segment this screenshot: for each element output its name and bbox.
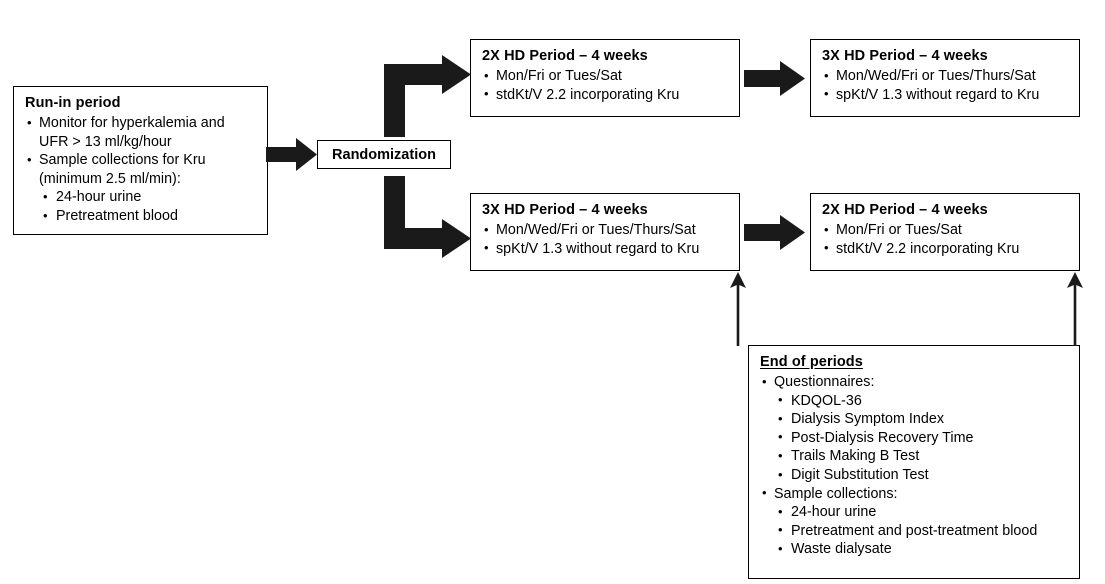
arrow-randomization-to-period-3 [384, 176, 471, 258]
list-item-text: Monitor for hyperkalemia and [39, 115, 225, 132]
period-box-3x-first: 3X HD Period – 4 weeks Mon/Wed/Fri or Tu… [470, 193, 740, 271]
list-item: Mon/Wed/Fri or Tues/Thurs/Sat [482, 221, 730, 240]
period-list: Mon/Fri or Tues/Sat stdKt/V 2.2 incorpor… [482, 67, 730, 104]
sample-collections-sub-list: 24-hour urine Pretreatment and post-trea… [774, 503, 1070, 559]
list-item: Dialysis Symptom Index [774, 410, 1070, 429]
randomization-label: Randomization [332, 147, 436, 163]
list-item: stdKt/V 2.2 incorporating Kru [822, 239, 1070, 259]
period-box-2x-second: 2X HD Period – 4 weeks Mon/Fri or Tues/S… [810, 193, 1080, 271]
list-item: spKt/V 1.3 without regard to Kru [822, 85, 1070, 105]
period-list: Mon/Fri or Tues/Sat stdKt/V 2.2 incorpor… [822, 221, 1070, 258]
period-list: Mon/Wed/Fri or Tues/Thurs/Sat spKt/V 1.3… [482, 221, 730, 258]
list-item-text: Sample collections: [774, 485, 898, 502]
list-item: Pretreatment and post-treatment blood [774, 521, 1070, 541]
list-item: KDQOL-36 [774, 391, 1070, 411]
arrow-end-of-periods-to-period-3 [730, 272, 746, 346]
period-heading: 2X HD Period – 4 weeks [482, 48, 648, 64]
list-item: Trails Making B Test [774, 447, 1070, 466]
run-in-period-heading: Run-in period [25, 95, 121, 111]
period-box-2x-first: 2X HD Period – 4 weeks Mon/Fri or Tues/S… [470, 39, 740, 117]
end-of-periods-box: End of periods Questionnaires: KDQOL-36 … [748, 345, 1080, 579]
list-item: Waste dialysate [774, 540, 1070, 559]
list-item: 24-hour urine [39, 188, 258, 207]
list-item: spKt/V 1.3 without regard to Kru [482, 239, 730, 259]
list-item-text: Sample collections for Kru [39, 152, 206, 169]
list-item: Questionnaires: KDQOL-36 Dialysis Sympto… [760, 373, 1070, 484]
arrow-period-1-to-period-2 [744, 61, 805, 96]
arrow-randomization-to-period-1 [384, 55, 471, 137]
randomization-box: Randomization [317, 140, 451, 169]
run-in-sub-list: 24-hour urine Pretreatment blood [39, 188, 258, 225]
list-item: Post-Dialysis Recovery Time [774, 428, 1070, 448]
list-item: Monitor for hyperkalemia and UFR > 13 ml… [25, 114, 258, 151]
list-item-text: Questionnaires: [774, 374, 875, 391]
list-item-continuation: (minimum 2.5 ml/min): [39, 170, 181, 187]
period-heading: 2X HD Period – 4 weeks [822, 202, 988, 218]
list-item: Sample collections: 24-hour urine Pretre… [760, 484, 1070, 559]
list-item: stdKt/V 2.2 incorporating Kru [482, 85, 730, 105]
arrow-end-of-periods-to-period-4 [1067, 272, 1083, 346]
period-heading: 3X HD Period – 4 weeks [482, 202, 648, 218]
list-item-continuation: UFR > 13 ml/kg/hour [39, 133, 172, 150]
list-item: Sample collections for Kru (minimum 2.5 … [25, 151, 258, 225]
list-item: Digit Substitution Test [774, 466, 1070, 485]
run-in-period-box: Run-in period Monitor for hyperkalemia a… [13, 86, 268, 235]
list-item: Mon/Fri or Tues/Sat [822, 221, 1070, 240]
list-item: Pretreatment blood [39, 207, 258, 226]
period-box-3x-second: 3X HD Period – 4 weeks Mon/Wed/Fri or Tu… [810, 39, 1080, 117]
period-heading: 3X HD Period – 4 weeks [822, 48, 988, 64]
list-item: Mon/Fri or Tues/Sat [482, 67, 730, 86]
questionnaires-sub-list: KDQOL-36 Dialysis Symptom Index Post-Dia… [774, 391, 1070, 485]
list-item: 24-hour urine [774, 503, 1070, 522]
end-of-periods-heading: End of periods [760, 354, 863, 370]
arrow-period-3-to-period-4 [744, 215, 805, 250]
end-of-periods-list: Questionnaires: KDQOL-36 Dialysis Sympto… [760, 373, 1070, 559]
list-item: Mon/Wed/Fri or Tues/Thurs/Sat [822, 67, 1070, 86]
period-list: Mon/Wed/Fri or Tues/Thurs/Sat spKt/V 1.3… [822, 67, 1070, 104]
run-in-period-list: Monitor for hyperkalemia and UFR > 13 ml… [25, 114, 258, 225]
arrow-runin-to-randomization [266, 138, 317, 171]
